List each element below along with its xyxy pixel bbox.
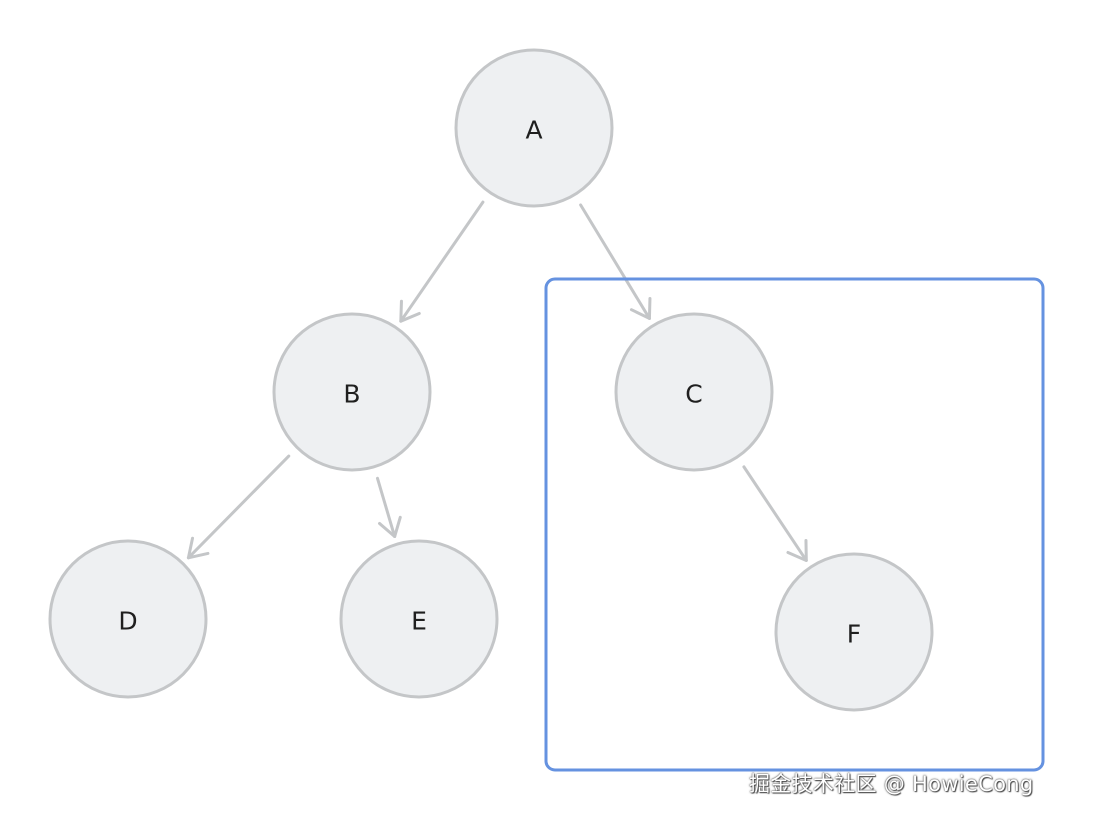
arrowhead-icon — [786, 538, 808, 562]
tree-node-b: B — [272, 312, 432, 472]
tree-node-a: A — [454, 48, 614, 208]
edge-line — [399, 200, 485, 323]
edge-line — [579, 203, 651, 320]
node-circle — [272, 312, 432, 472]
subtree-highlight-box — [544, 277, 1045, 772]
edge-B-D — [186, 454, 291, 560]
node-label: D — [118, 607, 137, 636]
arrowhead-icon — [399, 299, 421, 323]
nodes: A B C D E F — [48, 48, 934, 712]
edge-line — [742, 465, 808, 562]
node-circle — [339, 539, 499, 699]
edge-B-E — [375, 476, 402, 539]
node-label: A — [525, 116, 542, 145]
arrowhead-icon — [378, 515, 402, 539]
arrowhead-icon — [629, 296, 652, 320]
tree-node-e: E — [339, 539, 499, 699]
tree-node-d: D — [48, 539, 208, 699]
node-label: B — [343, 380, 360, 409]
edge-A-B — [399, 200, 485, 323]
edge-line — [186, 454, 291, 560]
tree-node-c: C — [614, 312, 774, 472]
edge-A-C — [579, 203, 652, 320]
edge-C-F — [742, 465, 808, 562]
edges — [186, 200, 808, 562]
tree-node-f: F — [774, 552, 934, 712]
edge-line — [375, 476, 397, 539]
arrowhead-icon — [186, 536, 210, 560]
watermark: 掘金技术社区 @ HowieCong — [749, 772, 1034, 796]
node-label: F — [847, 620, 861, 649]
node-label: C — [685, 380, 702, 409]
node-circle — [614, 312, 774, 472]
node-circle — [48, 539, 208, 699]
node-label: E — [411, 607, 427, 636]
node-circle — [774, 552, 934, 712]
node-circle — [454, 48, 614, 208]
